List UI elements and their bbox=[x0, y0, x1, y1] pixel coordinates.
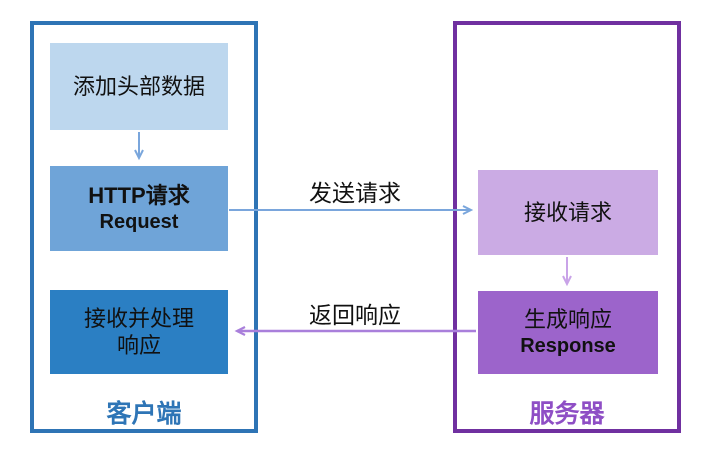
add-header-text: 添加头部数据 bbox=[72, 73, 205, 99]
client-container bbox=[30, 21, 258, 433]
client-label: 客户端 bbox=[106, 400, 182, 428]
flow-box-http-request: HTTP请求 Request bbox=[50, 166, 228, 251]
flow-box-generate-response: 生成响应 Response bbox=[478, 291, 658, 374]
http-request-text-cn: HTTP请求 bbox=[88, 183, 190, 209]
flow-box-receive-process-response: 接收并处理 响应 bbox=[50, 290, 228, 374]
receive-process-line1: 接收并处理 bbox=[83, 305, 194, 331]
server-label: 服务器 bbox=[529, 400, 605, 428]
receive-request-text: 接收请求 bbox=[523, 199, 612, 225]
generate-response-text-en: Response bbox=[520, 334, 616, 357]
return-response-arrow-label: 返回响应 bbox=[309, 302, 401, 328]
generate-response-text-cn: 生成响应 bbox=[523, 307, 612, 333]
send-request-arrow-label: 发送请求 bbox=[309, 180, 401, 206]
http-request-text-en: Request bbox=[99, 210, 179, 233]
server-container bbox=[453, 21, 681, 433]
receive-process-line2: 响应 bbox=[116, 333, 161, 358]
flow-box-receive-request: 接收请求 bbox=[478, 170, 658, 255]
flow-box-add-header-data: 添加头部数据 bbox=[50, 43, 228, 130]
